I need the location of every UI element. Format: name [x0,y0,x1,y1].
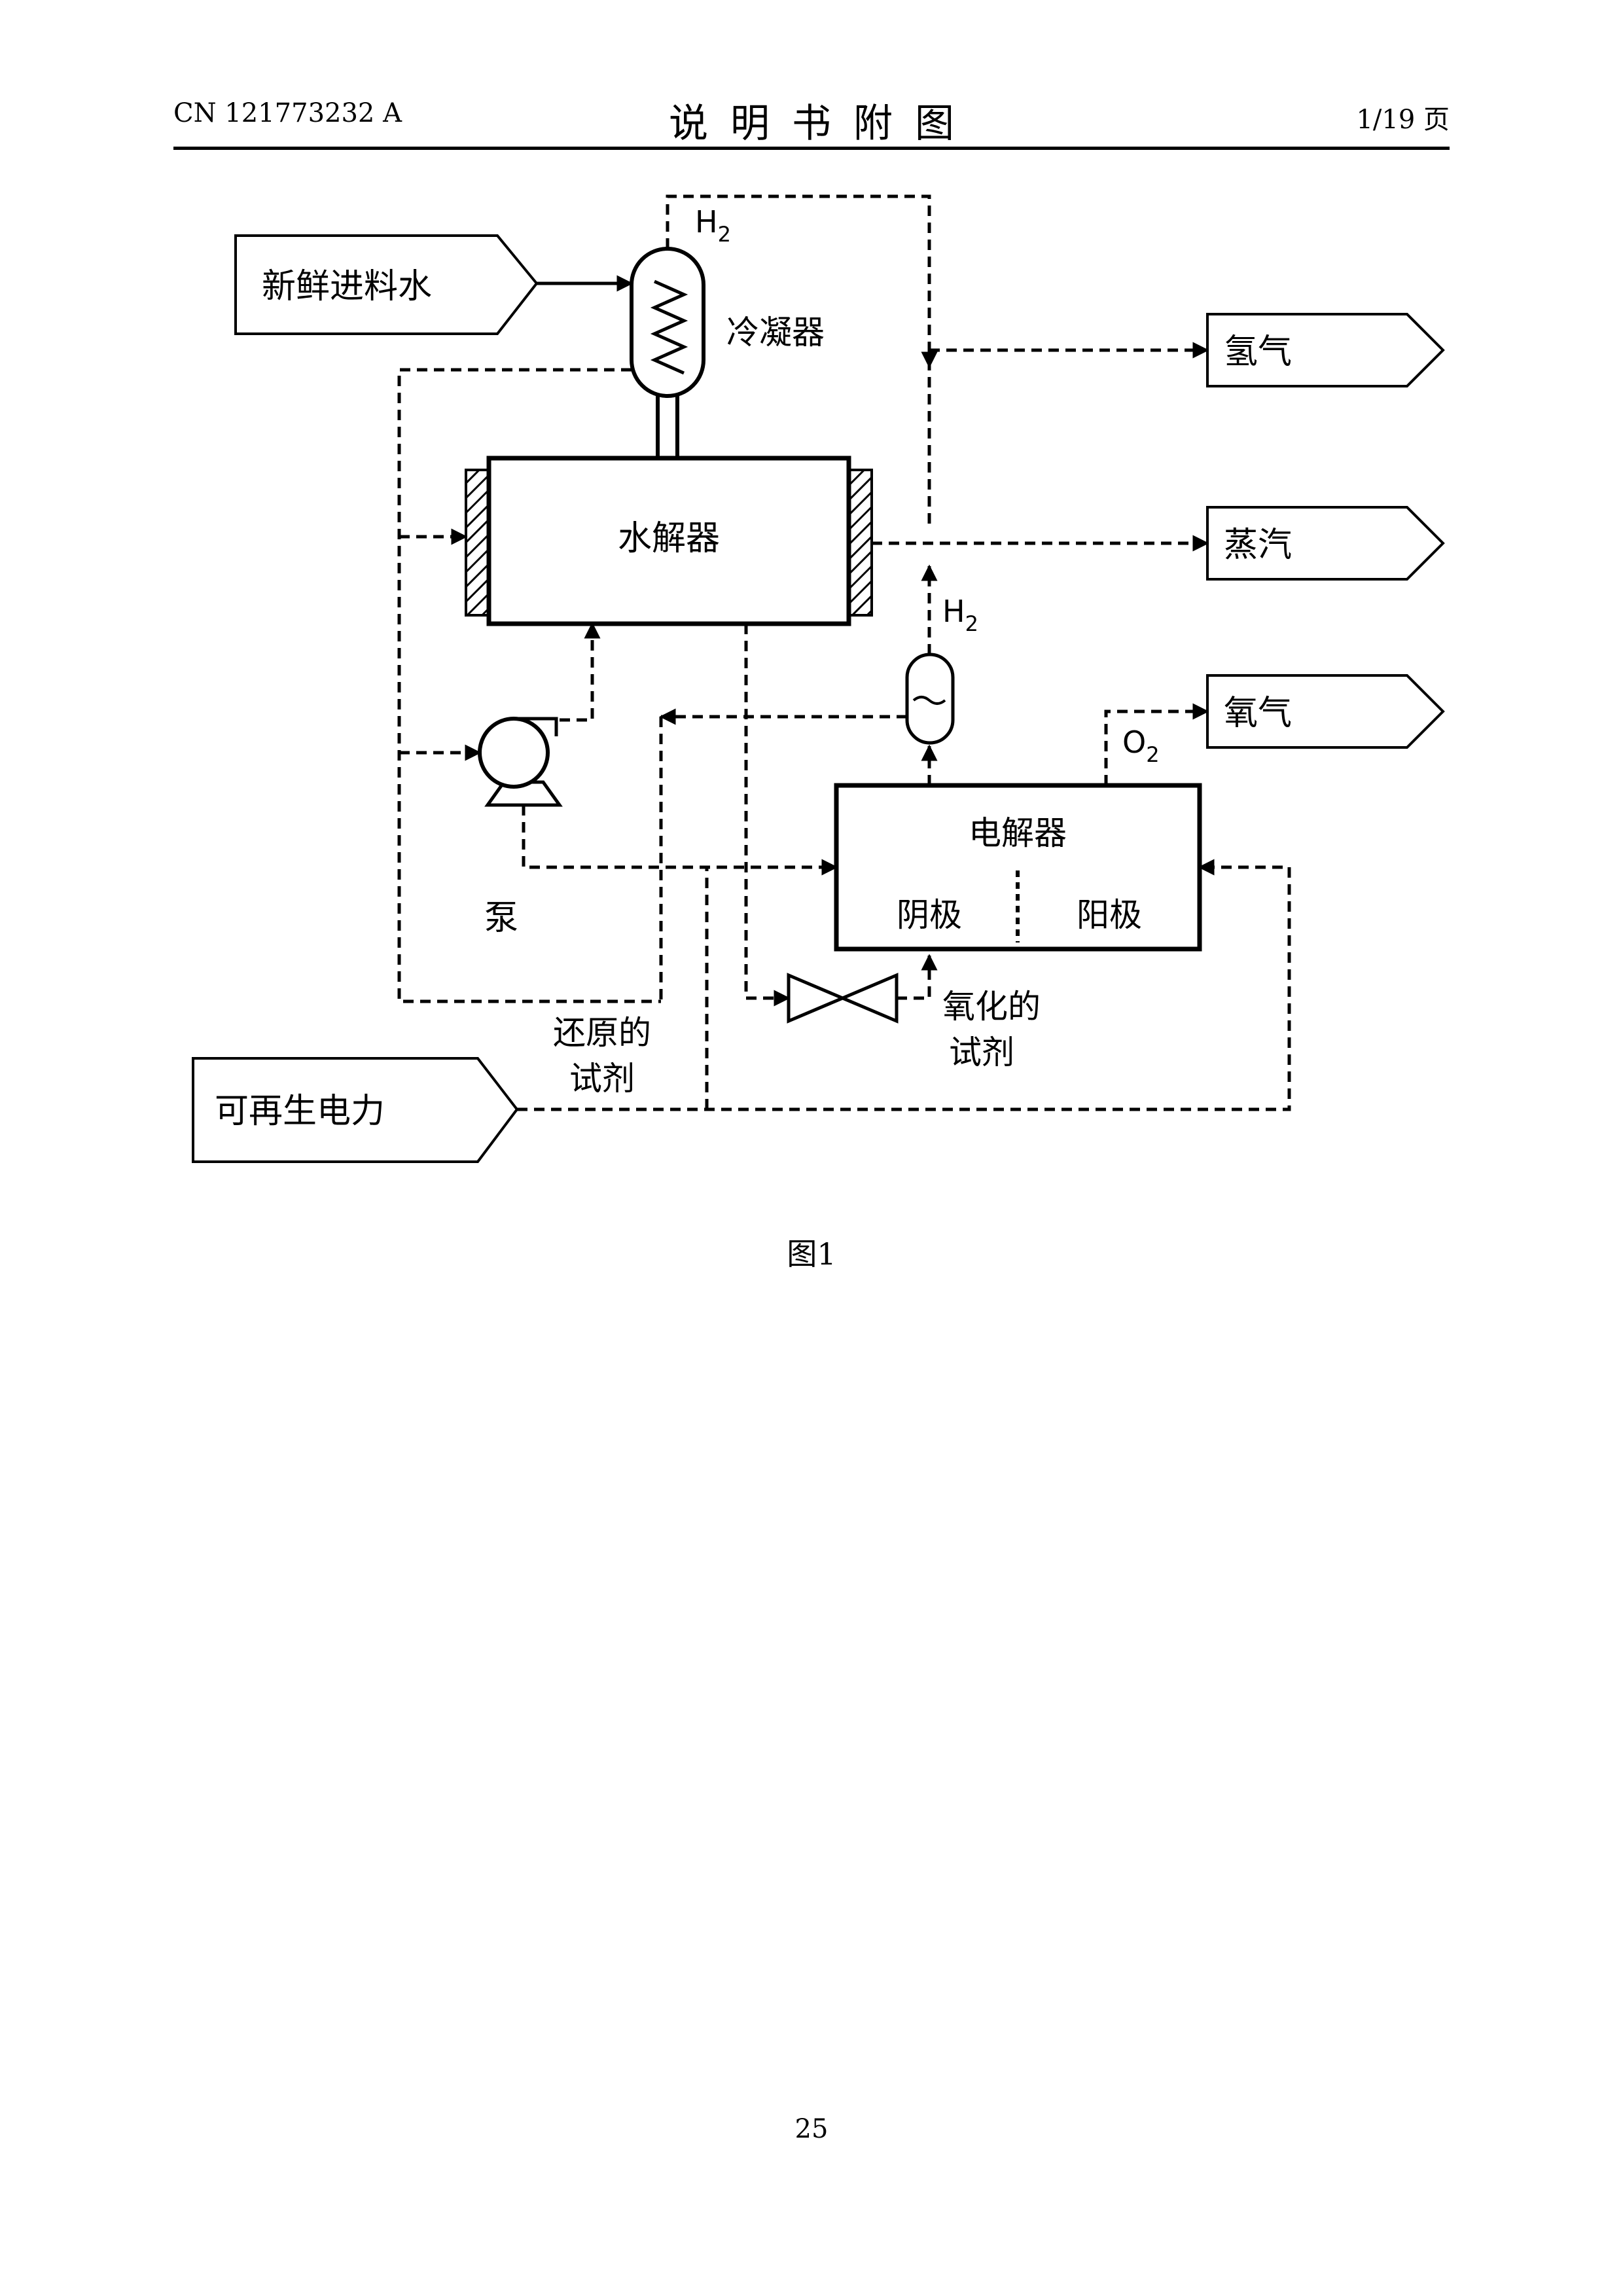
steam-output-shape: 蒸汽 [1207,507,1443,579]
oxidized-reagent-label-2: 试剂 [949,1033,1014,1071]
oxidized-reagent-label-1: 氧化的 [942,988,1041,1026]
oxygen-output-label: 氧气 [1224,694,1292,733]
reduced-reagent-label-2: 试剂 [569,1060,635,1098]
renewable-power-input-shape: 可再生电力 [193,1058,517,1162]
figure-caption: 图1 [0,1230,1623,1274]
steam-output-label: 蒸汽 [1224,526,1292,565]
hydrolyzer-label: 水解器 [618,519,720,558]
condenser: 冷凝器 [632,249,825,458]
anode-label: 阳极 [1077,896,1142,934]
reduced-reagent-label-1: 还原的 [553,1014,651,1052]
cathode-label: 阴极 [897,896,962,934]
oxygen-output-shape: 氧气 [1207,675,1443,747]
o2-label: O2 [1122,725,1160,767]
hydrogen-separator [907,655,953,743]
flow-lines [399,196,1289,1109]
h2-mid-label: H2 [942,594,978,636]
page-number: 25 [0,2114,1623,2144]
renewable-power-label: 可再生电力 [215,1092,385,1131]
electrolyzer-label: 电解器 [969,814,1067,852]
pump-label: 泵 [484,899,518,938]
fresh-water-label: 新鲜进料水 [262,267,432,306]
electrolyzer: 电解器 阴极 阳极 [836,785,1200,949]
condenser-label: 冷凝器 [726,314,825,351]
pump: 泵 [480,719,560,938]
hydrogen-output-shape: 氢气 [1207,314,1443,386]
h2-top-label: H2 [695,204,731,247]
hydrolyzer: 水解器 [466,458,872,624]
fresh-water-input-shape: 新鲜进料水 [236,236,537,334]
hydrogen-output-label: 氢气 [1224,332,1292,372]
valve [789,975,897,1021]
